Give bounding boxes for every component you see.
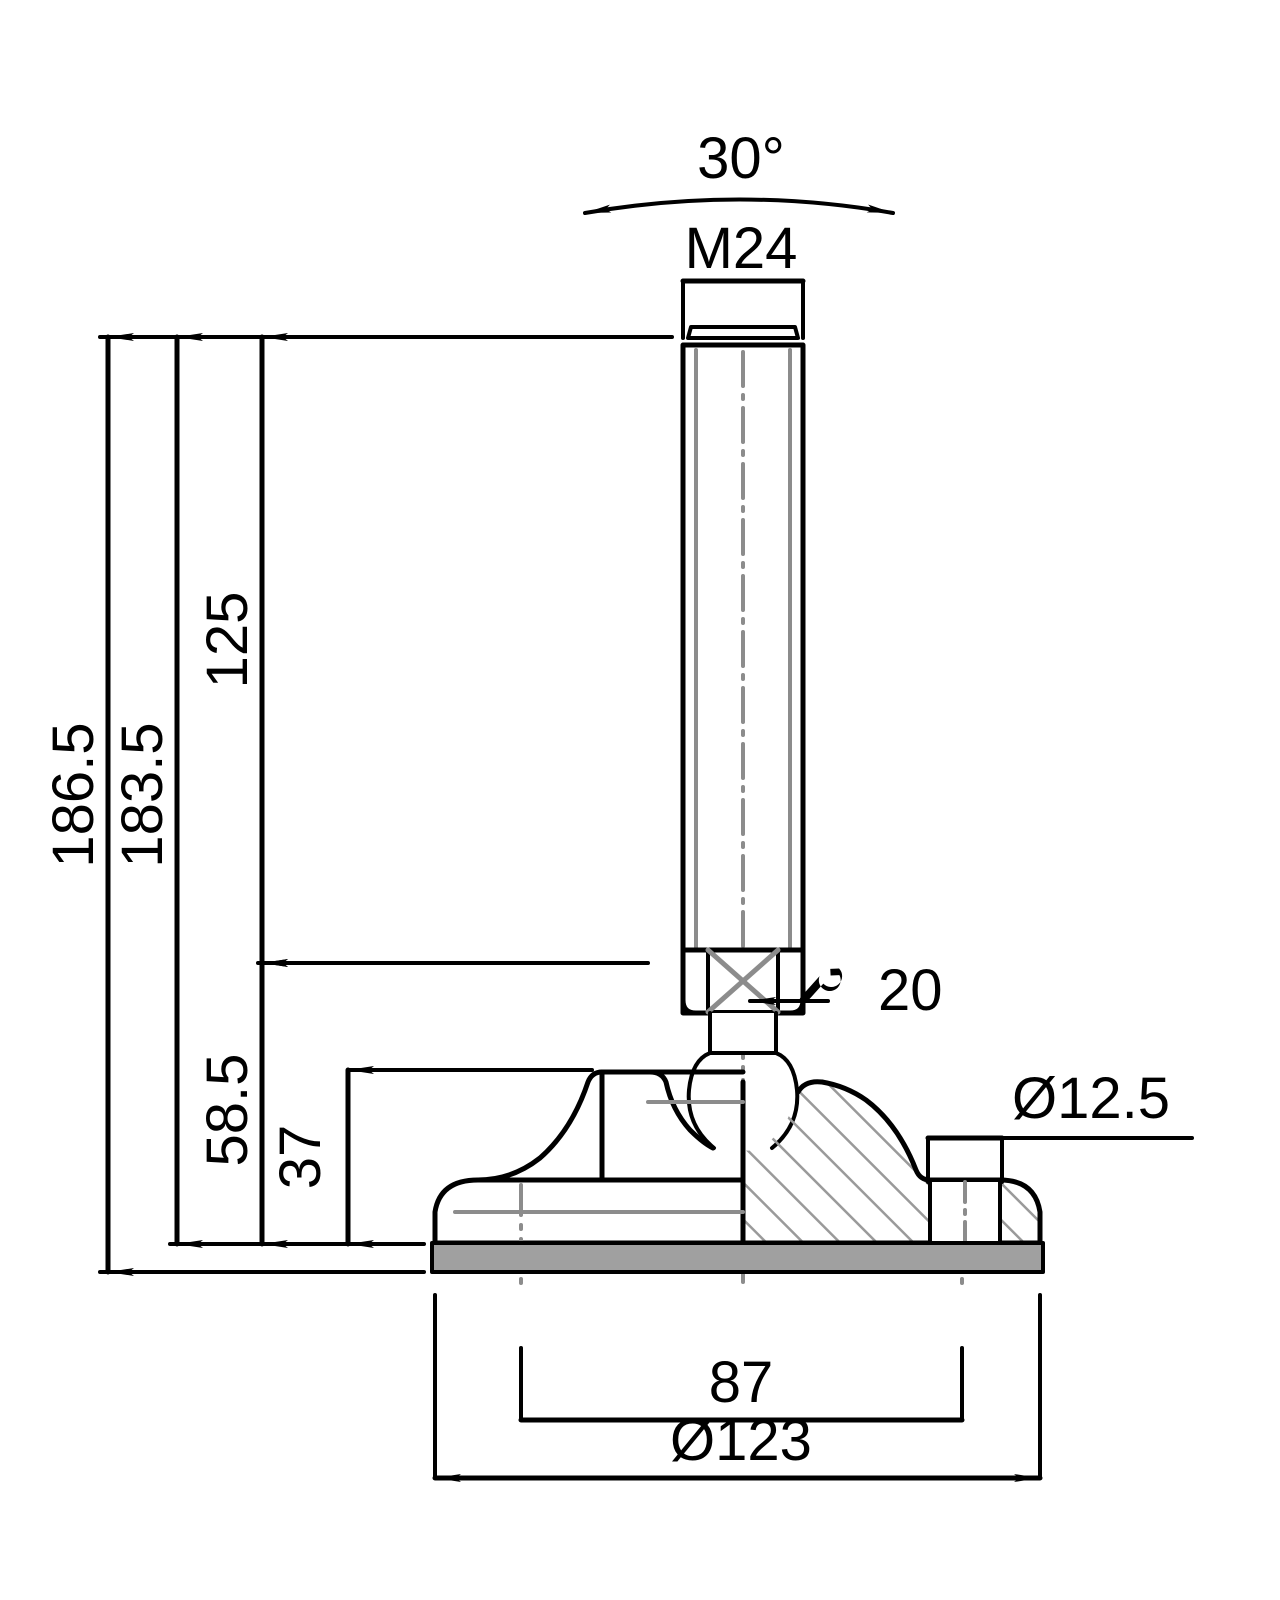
dimension-186-5: 186.5: [41, 333, 134, 1276]
dimension-label-125: 125: [195, 592, 260, 689]
extension-line-bottom: [98, 1242, 426, 1274]
dimension-d12-5: Ø12.5: [925, 1066, 1194, 1184]
dimension-d123: Ø123: [432, 1293, 1043, 1482]
callout-wrench-20: 20: [748, 958, 943, 1023]
dimension-label-58-5: 58.5: [195, 1054, 260, 1167]
wrench-icon: [799, 968, 843, 1004]
dimension-label-m24: M24: [685, 216, 798, 281]
dimension-label-183-5: 183.5: [110, 722, 175, 867]
dimension-label-37: 37: [268, 1125, 333, 1190]
dimension-label-d123: Ø123: [670, 1408, 812, 1473]
wrench-flat-section: [680, 947, 806, 1016]
dimension-label-20: 20: [878, 958, 943, 1023]
dimension-label-d12-5: Ø12.5: [1012, 1066, 1170, 1131]
stud-thread-collar: [686, 325, 800, 347]
dimension-label-87: 87: [709, 1350, 774, 1415]
dimension-m24: [680, 278, 806, 340]
dimension-87: 87: [518, 1346, 965, 1423]
dimension-58-5: 58.5: [195, 959, 288, 1248]
dimension-label-30deg: 30°: [697, 126, 785, 191]
shaft-neck: [708, 1011, 778, 1055]
dimension-label-186-5: 186.5: [41, 722, 106, 867]
bolt-hole: [928, 1178, 1002, 1245]
dimension-37: 37: [268, 1066, 374, 1248]
base-pad: [430, 1241, 1045, 1274]
dimension-183-5: 183.5: [110, 333, 203, 1248]
dimension-125: 125: [195, 333, 288, 967]
angle-arc-30deg: [583, 197, 895, 215]
